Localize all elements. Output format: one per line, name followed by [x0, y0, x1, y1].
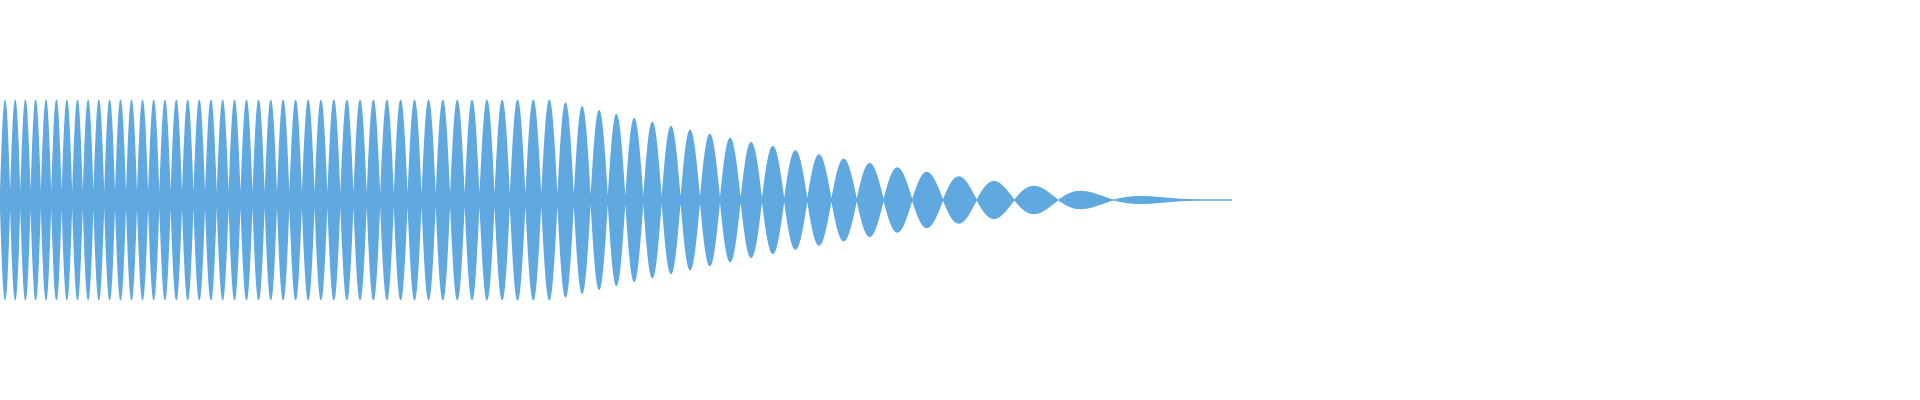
waveform-path: [0, 99, 1232, 301]
